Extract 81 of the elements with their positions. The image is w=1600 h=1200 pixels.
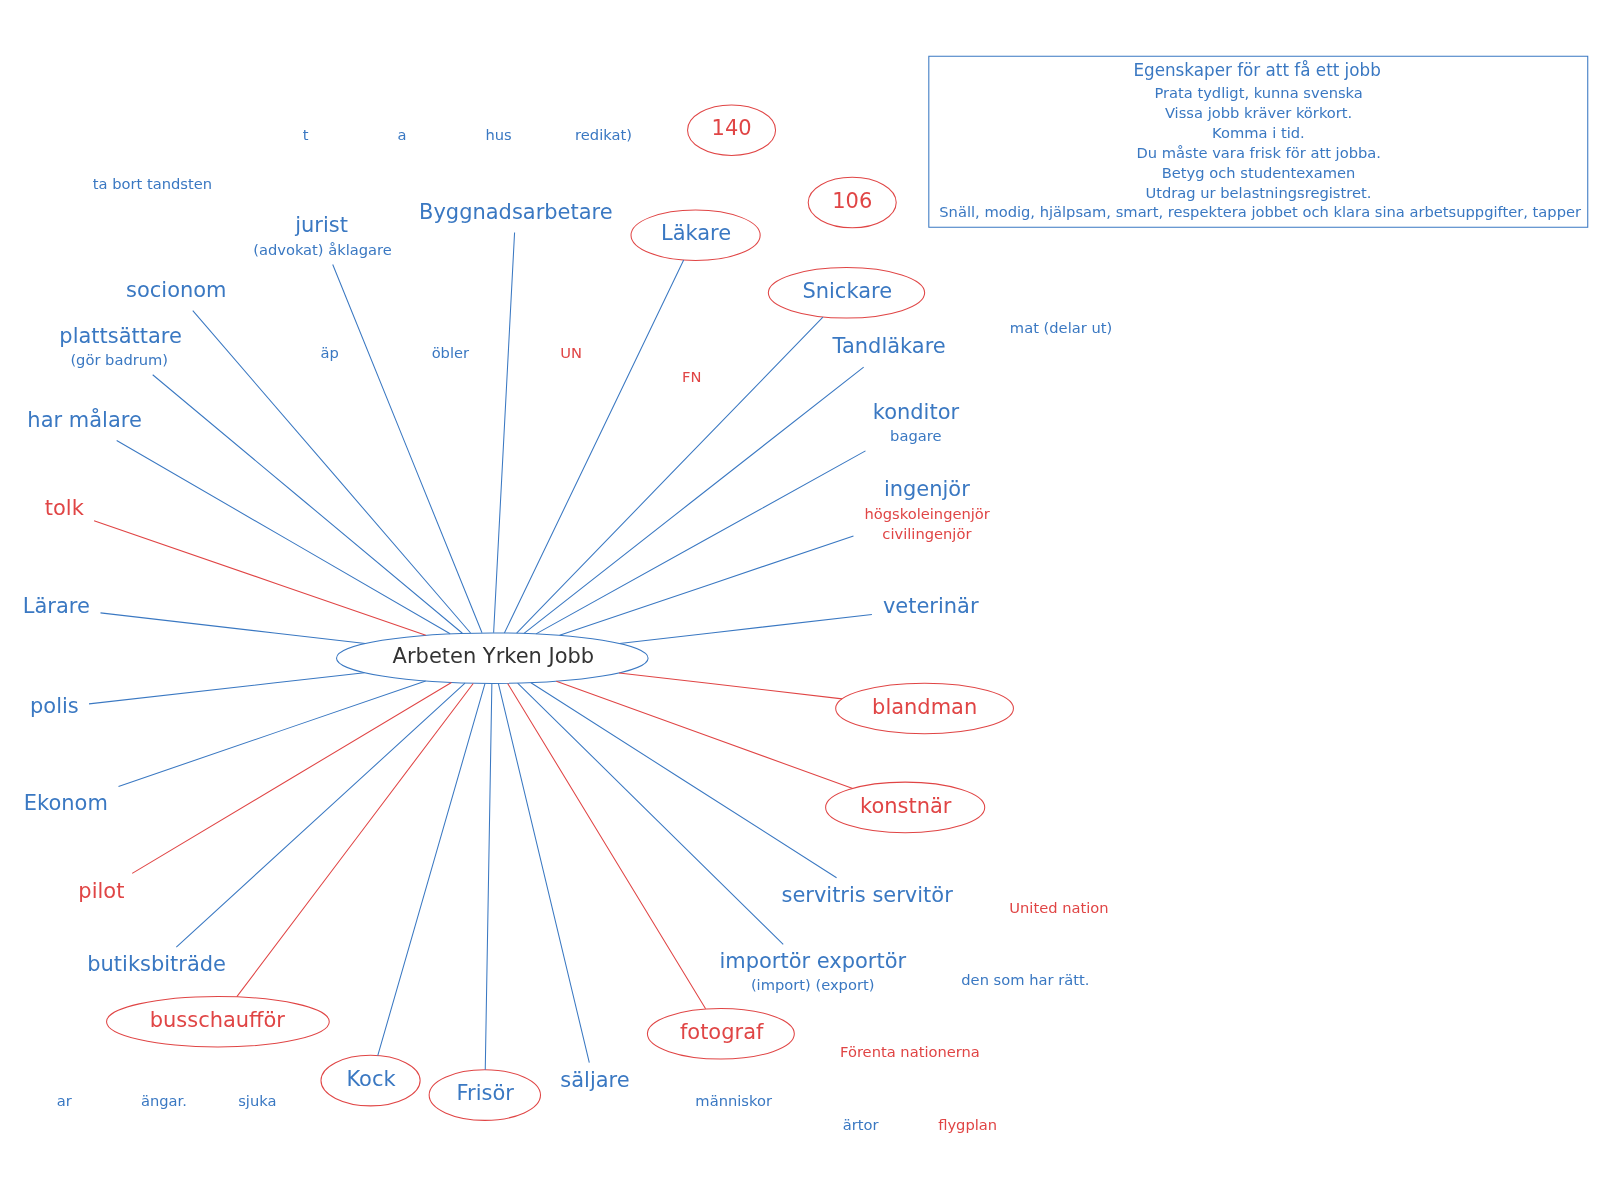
node-ellipse: Kock <box>320 1054 421 1106</box>
connector <box>517 682 784 945</box>
node-text: har målare <box>27 407 142 432</box>
node-text: Byggnadsarbetare <box>419 199 613 224</box>
connector <box>530 681 838 878</box>
label: FN <box>681 367 702 385</box>
node-ellipse: 140 <box>687 103 777 156</box>
node-text: polis <box>30 693 79 718</box>
node-ellipse: Snickare <box>767 266 926 319</box>
label: United nation <box>1009 898 1109 916</box>
label: t <box>302 125 309 143</box>
node-text: socionom <box>126 277 227 302</box>
connector <box>117 680 427 787</box>
node-ellipse: Frisör <box>428 1068 542 1121</box>
node-label: högskoleingenjör <box>864 504 990 522</box>
node-ellipse: konstnär <box>825 781 986 833</box>
connector <box>503 259 685 633</box>
node-text: Lärare <box>22 593 90 618</box>
connector <box>192 309 472 633</box>
node-ellipse: Arbeten Yrken Jobb <box>336 631 649 684</box>
connector <box>516 316 824 634</box>
node-label: (advokat) åklagare <box>253 240 392 258</box>
label: sjuka <box>238 1091 277 1109</box>
node-text: pilot <box>78 878 125 903</box>
label: flygplan <box>938 1115 998 1133</box>
label: den som har rätt. <box>961 970 1090 988</box>
connector <box>175 682 466 948</box>
label: äp <box>320 343 339 361</box>
connector <box>619 613 873 644</box>
node-ellipse: 106 <box>807 176 897 228</box>
node-label: civilingenjör <box>882 524 972 542</box>
connector <box>497 682 590 1063</box>
connector <box>99 611 366 644</box>
connector <box>523 366 865 634</box>
connector <box>555 680 854 789</box>
node-box: Egenskaper för att få ett jobb Prata tydligt, kunna svenska Vissa jobb kräver körkort. Komma i tid. Du måste vara frisk för att jobba. Betyg och studentexamen Utdrag ur belastningsregistret. Snäll, modig, hjälpsam, smart, respektera jobbet och klara sina arbetsuppgifter, tapper <box>928 55 1589 228</box>
node-text: plattsättare <box>59 323 182 348</box>
node-ellipse: busschaufför <box>106 995 330 1048</box>
label: öbler <box>431 343 470 361</box>
node-text: veterinär <box>882 593 979 618</box>
connector <box>131 681 452 874</box>
label: ta bort tandsten <box>92 174 212 192</box>
node-ellipse: fotograf <box>646 1007 795 1060</box>
connector <box>559 534 854 636</box>
label: ärtor <box>842 1115 879 1133</box>
node-text: tolk <box>44 495 84 520</box>
connector <box>88 671 365 704</box>
connector <box>93 519 427 636</box>
node-text: säljare <box>560 1067 630 1092</box>
connector <box>377 682 486 1056</box>
connector <box>507 682 707 1009</box>
connector <box>493 231 516 633</box>
node-text: konditor <box>872 399 960 424</box>
node-text: jurist <box>295 212 348 237</box>
label: ar <box>56 1091 72 1109</box>
node-ellipse: blandman <box>835 682 1014 734</box>
node-text: importör exportör <box>719 948 907 973</box>
label: hus <box>485 125 512 143</box>
node-label: (import) (export) <box>750 975 875 993</box>
label: ängar. <box>140 1091 187 1109</box>
connector <box>116 439 451 634</box>
connector <box>484 682 493 1070</box>
node-text: butiksbiträde <box>87 951 227 976</box>
connector <box>332 263 483 633</box>
node-text: ingenjör <box>883 476 970 501</box>
label: Förenta nationerna <box>840 1042 980 1060</box>
label: UN <box>560 343 582 361</box>
label: mat (delar ut) <box>1009 318 1113 336</box>
node-label: (gör badrum) <box>70 350 169 368</box>
node-text: Tandläkare <box>832 333 946 358</box>
node-label: bagare <box>890 426 942 444</box>
connector <box>618 671 843 699</box>
label: redikat) <box>575 125 632 143</box>
node-ellipse: Läkare <box>630 208 761 261</box>
connector <box>535 449 866 634</box>
connector <box>152 373 463 634</box>
node-text: Ekonom <box>23 790 108 815</box>
connector <box>236 682 474 997</box>
label: a <box>397 125 407 143</box>
label: människor <box>695 1091 772 1109</box>
node-text: servitris servitör <box>781 882 953 907</box>
